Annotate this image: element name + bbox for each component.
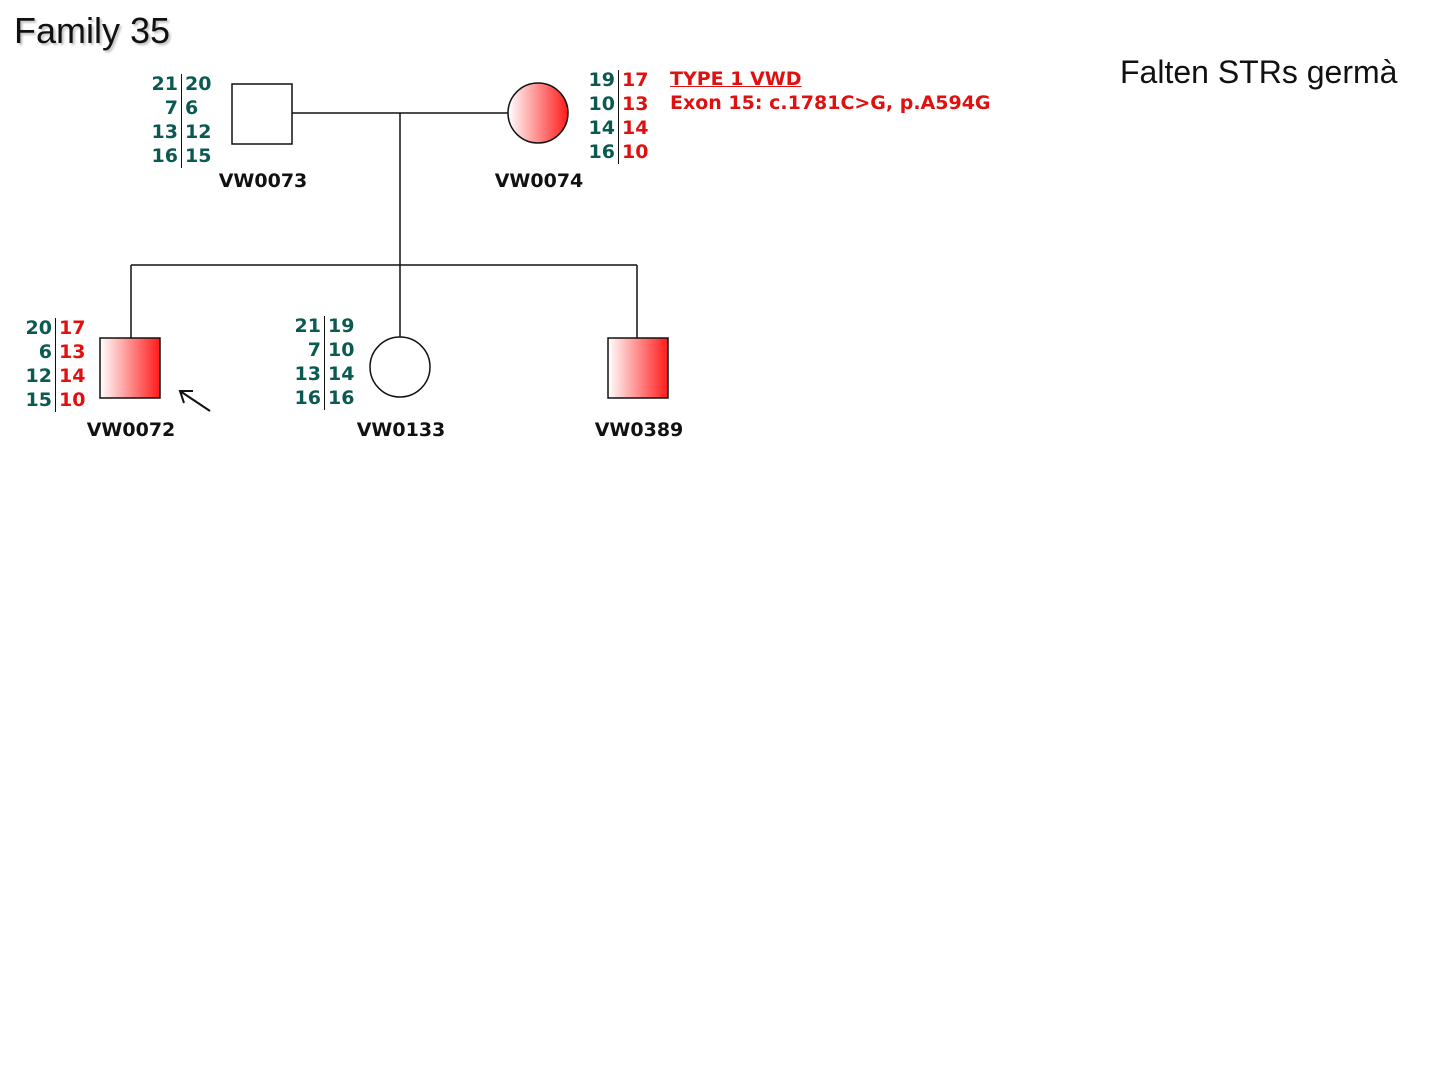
allele-left: 13	[294, 363, 321, 385]
allele-left: 12	[25, 365, 52, 387]
allele-left: 13	[151, 121, 178, 143]
allele-left: 7	[164, 97, 178, 119]
mutation-variant: Exon 15: c.1781C>G, p.A594G	[670, 92, 991, 114]
allele-divider	[324, 316, 325, 410]
individual-label-vw0073: VW0073	[218, 170, 308, 192]
individual-vw0074-circle	[507, 82, 569, 144]
allele-right: 20	[185, 73, 212, 95]
allele-right: 17	[622, 69, 649, 91]
allele-left: 10	[588, 93, 615, 115]
allele-left: 14	[588, 117, 615, 139]
allele-divider	[181, 74, 182, 168]
individual-vw0072-square	[99, 337, 161, 399]
allele-row: 21 19	[293, 314, 362, 338]
allele-row: 13 12	[150, 120, 219, 144]
allele-left: 20	[25, 317, 52, 339]
allele-divider	[618, 70, 619, 164]
allele-left: 16	[294, 387, 321, 409]
allele-right: 17	[59, 317, 86, 339]
allele-right: 13	[622, 93, 649, 115]
allele-left: 21	[294, 315, 321, 337]
allele-right: 16	[328, 387, 355, 409]
individual-vw0389-square	[607, 337, 669, 399]
individual-label-vw0072: VW0072	[86, 419, 176, 441]
allele-row: 14 14	[587, 116, 656, 140]
allele-left: 16	[151, 145, 178, 167]
proband-arrow-icon	[178, 390, 211, 412]
individual-vw0073-square	[231, 83, 293, 145]
allele-left: 6	[38, 341, 52, 363]
allele-left: 19	[588, 69, 615, 91]
page-title: Family 35	[14, 10, 171, 51]
allele-right: 14	[59, 365, 86, 387]
allele-right: 10	[59, 389, 86, 411]
allele-row: 6 13	[24, 340, 93, 364]
allele-row: 13 14	[293, 362, 362, 386]
allele-row: 7 10	[293, 338, 362, 362]
allele-left: 15	[25, 389, 52, 411]
individual-vw0133-circle	[369, 336, 431, 398]
allele-right: 14	[622, 117, 649, 139]
allele-left: 16	[588, 141, 615, 163]
allele-divider	[55, 318, 56, 412]
allele-row: 10 13	[587, 92, 656, 116]
allele-left: 21	[151, 73, 178, 95]
allele-right: 10	[328, 339, 355, 361]
allele-left: 7	[307, 339, 321, 361]
note-text: Falten STRs germà	[1120, 54, 1398, 90]
individual-label-vw0133: VW0133	[356, 419, 446, 441]
allele-right: 13	[59, 341, 86, 363]
allele-right: 14	[328, 363, 355, 385]
allele-right: 6	[185, 97, 199, 119]
allele-row: 21 20	[150, 72, 219, 96]
mutation-type: TYPE 1 VWD	[670, 68, 802, 90]
allele-right: 12	[185, 121, 212, 143]
individual-label-vw0074: VW0074	[494, 170, 584, 192]
allele-row: 12 14	[24, 364, 93, 388]
allele-right: 15	[185, 145, 212, 167]
allele-right: 19	[328, 315, 355, 337]
allele-right: 10	[622, 141, 649, 163]
individual-label-vw0389: VW0389	[594, 419, 684, 441]
